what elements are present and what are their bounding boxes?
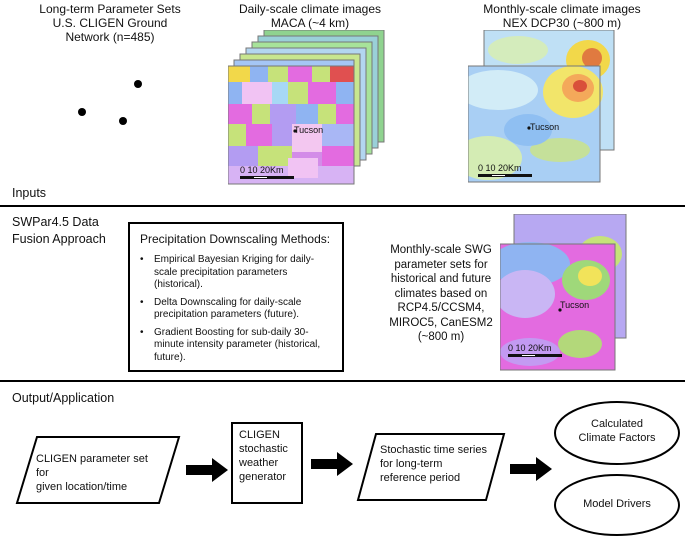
weather-generator-node bbox=[231, 422, 303, 504]
swg-map-scale-bar bbox=[508, 354, 562, 357]
time-series-node-line: for long-term bbox=[380, 458, 443, 470]
time-series-node bbox=[356, 433, 506, 501]
daily-images-title: Daily-scale climate images MACA (~4 km) bbox=[220, 2, 400, 30]
monthly-map-city-label: Tucson bbox=[530, 122, 560, 132]
weather-generator-line: CLIGEN bbox=[239, 429, 280, 441]
method-item: Empirical Bayesian Kriging for daily-sca… bbox=[140, 254, 336, 292]
ground-network-title: Long-term Parameter Sets U.S. CLIGEN Gro… bbox=[20, 2, 200, 44]
downscaling-methods-box: Precipitation Downscaling Methods: Empir… bbox=[128, 222, 344, 372]
methods-title: Precipitation Downscaling Methods: bbox=[140, 232, 331, 246]
output-description-line: Monthly-scale SWG bbox=[390, 244, 492, 256]
monthly-images-title-line1: Monthly-scale climate images bbox=[483, 2, 641, 16]
param-set-node bbox=[15, 436, 181, 504]
weather-generator-line: weather bbox=[239, 457, 279, 469]
monthly-map-front bbox=[468, 65, 603, 183]
methods-list: Empirical Bayesian Kriging for daily-sca… bbox=[140, 254, 336, 369]
method-item: Gradient Boosting for sub-daily 30-minut… bbox=[140, 327, 336, 365]
divider-bottom bbox=[0, 380, 685, 382]
flow-arrow bbox=[186, 458, 228, 482]
daily-images-title-line2: MACA (~4 km) bbox=[270, 16, 350, 30]
station-point bbox=[134, 80, 142, 88]
monthly-images-title: Monthly-scale climate images NEX DCP30 (… bbox=[462, 2, 662, 30]
ground-network-title-line3: Network (n=485) bbox=[65, 30, 155, 44]
time-series-node-line: reference period bbox=[380, 472, 461, 484]
inputs-section-label: Inputs bbox=[12, 186, 47, 200]
daily-map-city-label: Tucson bbox=[294, 125, 324, 135]
ground-network-title-line2: U.S. CLIGEN Ground bbox=[52, 16, 168, 30]
method-item: Delta Downscaling for daily-scale precip… bbox=[140, 297, 336, 322]
output-description-line: climates based on bbox=[394, 287, 488, 300]
daily-map-stack bbox=[228, 30, 385, 185]
weather-generator-line: stochastic bbox=[239, 443, 288, 455]
daily-images-title-line1: Daily-scale climate images bbox=[238, 2, 382, 16]
climate-factors-label: Calculated Climate Factors bbox=[557, 417, 677, 445]
climate-factors-line: Calculated bbox=[591, 418, 643, 430]
swg-map-front bbox=[500, 242, 616, 371]
station-point bbox=[78, 108, 86, 116]
fusion-section-label-line1: SWPar4.5 Data bbox=[12, 215, 99, 229]
daily-map-front bbox=[228, 65, 355, 185]
param-set-node-label: CLIGEN parameter set for given location/… bbox=[36, 452, 162, 494]
param-set-node-line: given location/time bbox=[36, 481, 128, 493]
divider-top bbox=[0, 205, 685, 207]
param-set-node-line: CLIGEN parameter set for bbox=[36, 453, 148, 479]
output-section-label: Output/Application bbox=[12, 391, 115, 405]
fusion-section-label: SWPar4.5 Data Fusion Approach bbox=[12, 214, 106, 248]
daily-map-scale-label: 0 10 20Km bbox=[240, 165, 284, 175]
monthly-images-title-line2: NEX DCP30 (~800 m) bbox=[502, 16, 622, 30]
time-series-node-label: Stochastic time series for long-term ref… bbox=[380, 443, 500, 485]
weather-generator-line: generator bbox=[239, 471, 287, 483]
flow-arrow bbox=[311, 452, 353, 476]
climate-factors-node bbox=[554, 401, 680, 465]
swg-map-city-label: Tucson bbox=[560, 300, 590, 310]
time-series-node-line: Stochastic time series bbox=[380, 444, 487, 456]
monthly-map-scale-label: 0 10 20Km bbox=[478, 163, 522, 173]
output-description-line: historical and future bbox=[390, 273, 492, 285]
output-description-line: RCP4.5/CCSM4, bbox=[397, 302, 485, 314]
ground-network-title-line1: Long-term Parameter Sets bbox=[39, 2, 181, 16]
daily-map-scale-bar bbox=[240, 176, 294, 179]
output-description: Monthly-scale SWG parameter sets for his… bbox=[376, 243, 506, 345]
swg-map-scale-label: 0 10 20Km bbox=[508, 343, 552, 353]
monthly-map-scale-bar bbox=[478, 174, 532, 177]
model-drivers-label: Model Drivers bbox=[583, 498, 651, 510]
station-point bbox=[119, 117, 127, 125]
monthly-map-stack bbox=[468, 30, 615, 183]
swg-map-stack bbox=[500, 214, 627, 371]
climate-factors-line: Climate Factors bbox=[578, 432, 656, 444]
fusion-section-label-line2: Fusion Approach bbox=[12, 232, 106, 246]
model-drivers-node bbox=[554, 474, 680, 536]
flow-arrow bbox=[510, 457, 552, 481]
output-description-line: parameter sets for bbox=[394, 258, 488, 271]
weather-generator-label: CLIGEN stochastic weather generator bbox=[239, 428, 303, 484]
output-description-line: MIROC5, CanESM2 bbox=[389, 316, 493, 329]
output-description-line: (~800 m) bbox=[417, 331, 465, 343]
